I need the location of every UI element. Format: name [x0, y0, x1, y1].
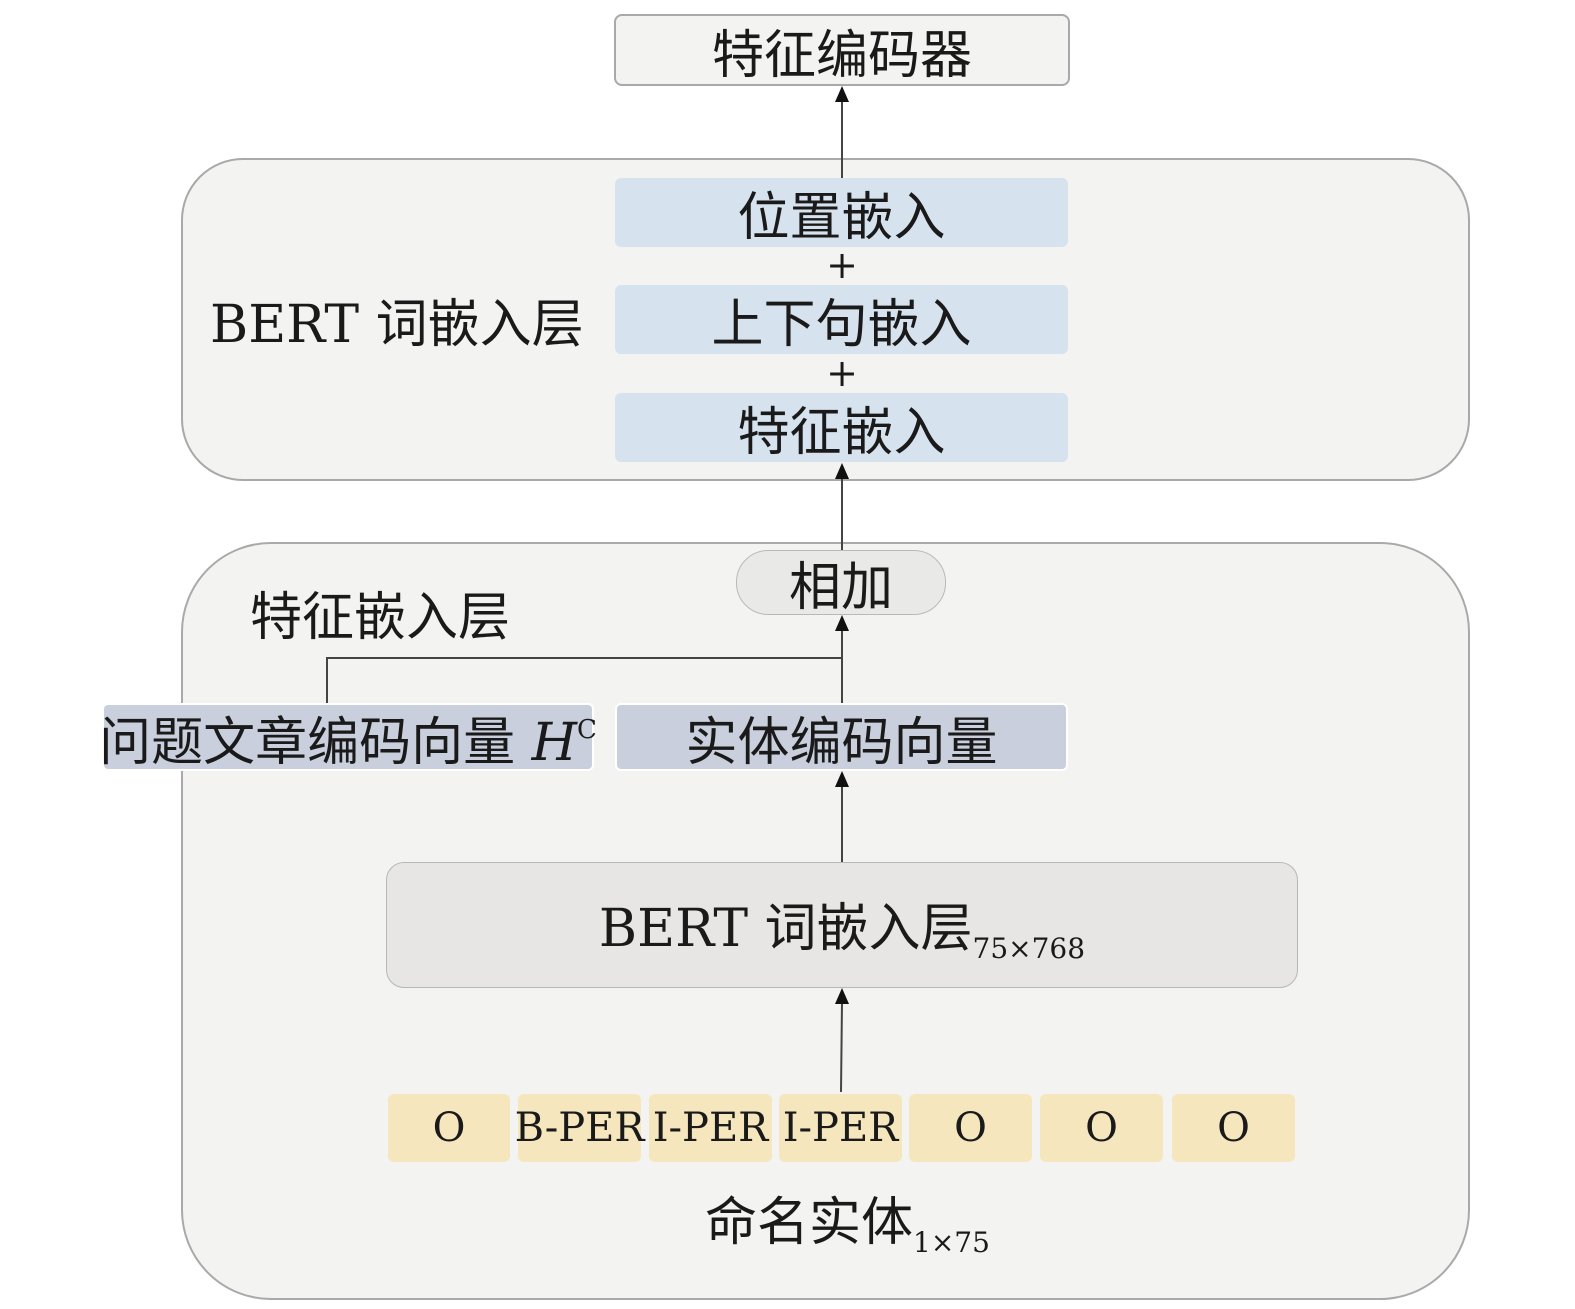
- segment-embedding-box: 上下句嵌入: [615, 285, 1068, 355]
- question-superscript: C: [577, 714, 597, 745]
- feature-embedding-label: 特征嵌入: [737, 403, 946, 463]
- feature-embedding-box: 特征嵌入: [615, 393, 1068, 463]
- position-embedding-box: 位置嵌入: [615, 178, 1068, 248]
- named-entities-caption: 命名实体1×75: [705, 1193, 990, 1259]
- token-box: O: [909, 1094, 1032, 1162]
- feature-encoder-box: 特征编码器: [614, 14, 1070, 86]
- feature-encoder-label: 特征编码器: [711, 25, 972, 86]
- bert-embedding-box: BERT 词嵌入层75×768: [386, 862, 1298, 988]
- add-label: 相加: [788, 558, 893, 618]
- arrowhead-encoder: [835, 86, 849, 102]
- bert-layer-title: BERT 词嵌入层: [210, 295, 584, 355]
- question-vector-box: 问题文章编码向量 HC: [99, 703, 597, 773]
- token-box: O: [1040, 1094, 1163, 1162]
- position-embedding-label: 位置嵌入: [737, 188, 946, 248]
- feature-layer-title: 特征嵌入层: [250, 588, 511, 648]
- bert-embedding-box-label: BERT 词嵌入层75×768: [598, 898, 1086, 965]
- plus-sign-1: +: [826, 243, 858, 287]
- token-box: B-PER: [515, 1094, 644, 1162]
- token-box: I-PER: [649, 1094, 772, 1162]
- segment-embedding-label: 上下句嵌入: [711, 295, 972, 355]
- token-box: O: [388, 1094, 510, 1162]
- token-box: O: [1172, 1094, 1295, 1162]
- entity-vector-label: 实体编码向量: [685, 712, 998, 773]
- question-symbol: H: [531, 712, 577, 773]
- token-box: I-PER: [779, 1094, 902, 1162]
- entity-vector-box: 实体编码向量: [615, 703, 1068, 773]
- question-vector-label: 问题文章编码向量 HC: [99, 712, 597, 773]
- entities-dim-subscript: 1×75: [913, 1226, 990, 1259]
- add-node: 相加: [736, 550, 946, 618]
- bert-dim-subscript: 75×768: [972, 931, 1086, 965]
- plus-sign-2: +: [826, 351, 858, 395]
